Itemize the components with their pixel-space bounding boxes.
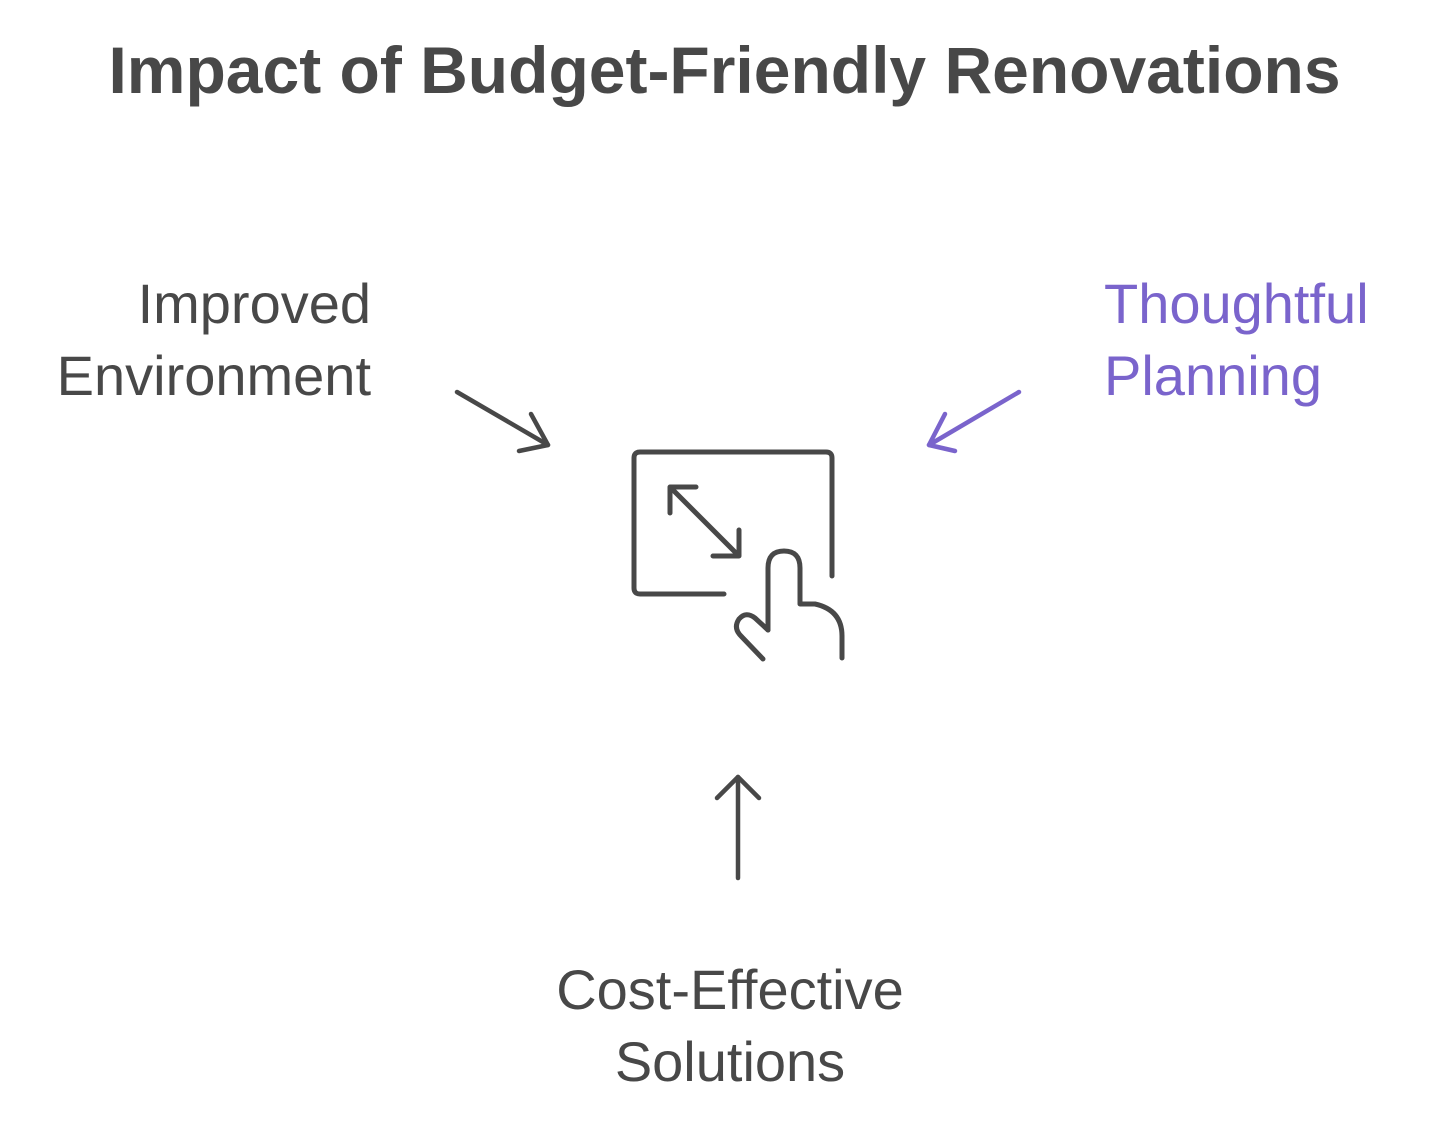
arrow-right-to-center: [926, 389, 1022, 454]
page-title: Impact of Budget-Friendly Renovations: [108, 33, 1341, 107]
factor-label-line: Planning: [1104, 344, 1322, 407]
factor-label-line: Improved: [137, 272, 371, 335]
arrow-bottom-to-center: [714, 774, 762, 881]
factor-cost-effective-solutions: Cost-Effective Solutions: [430, 954, 1030, 1098]
factor-label-line: Thoughtful: [1104, 272, 1369, 335]
factor-thoughtful-planning: Thoughtful Planning: [1104, 268, 1369, 412]
factor-improved-environment: Improved Environment: [57, 268, 371, 412]
factor-label-line: Environment: [56, 344, 371, 407]
touch-resize-icon: [631, 449, 845, 662]
arrow-left-to-center: [454, 389, 551, 454]
factor-label-line: Cost-Effective: [556, 958, 904, 1021]
factor-label-line: Solutions: [614, 1030, 846, 1093]
